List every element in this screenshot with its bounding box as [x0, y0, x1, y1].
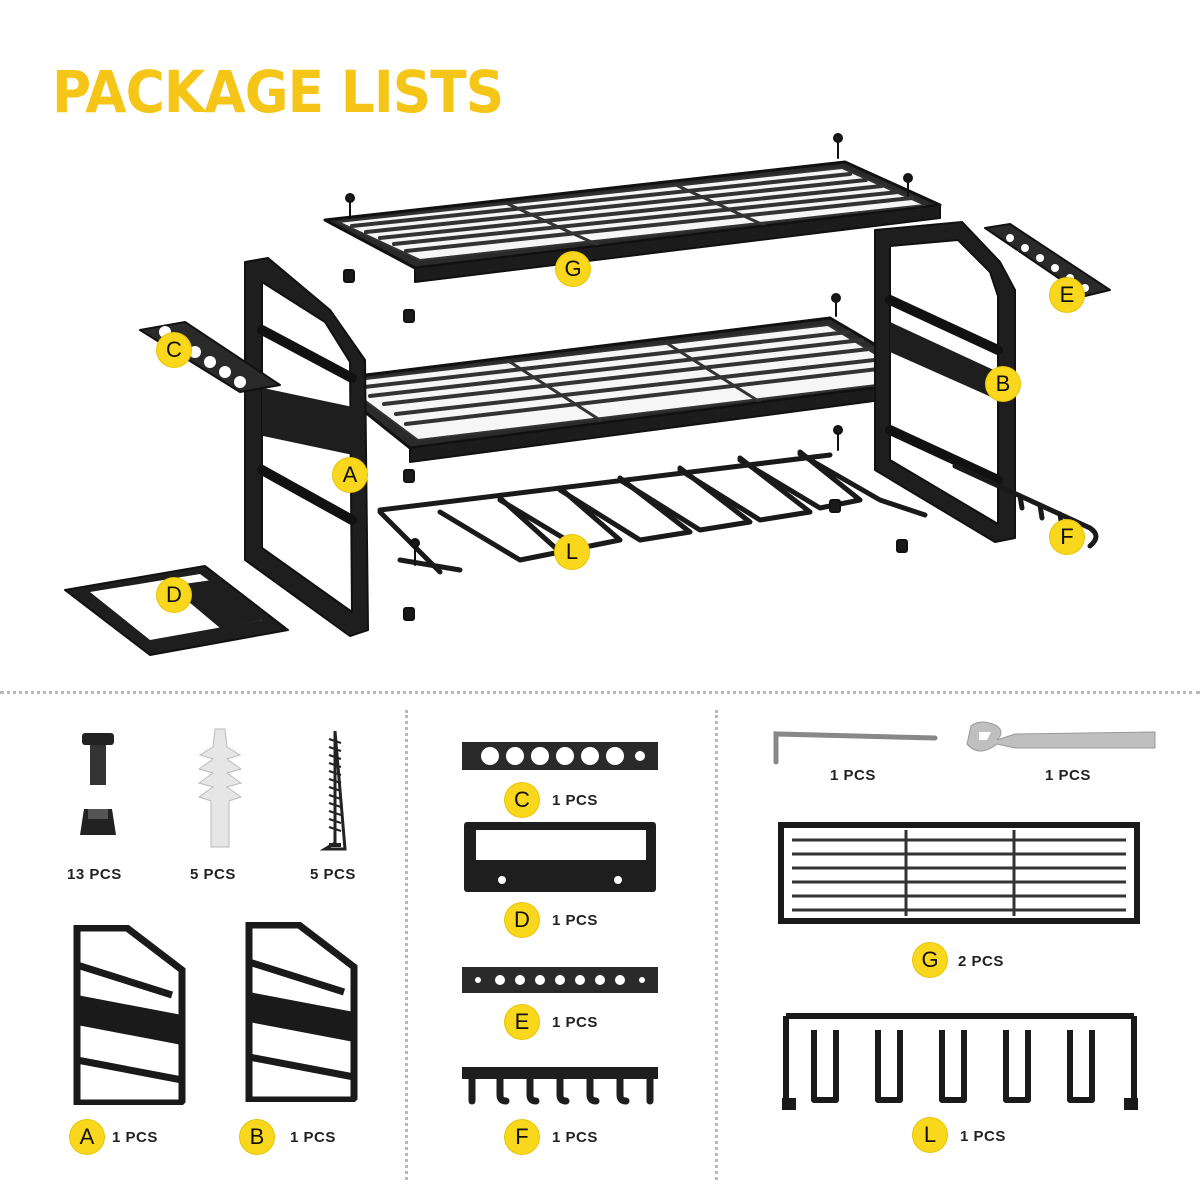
badge-plate-c: C — [505, 783, 539, 817]
badge-frame-b: B — [240, 1120, 274, 1154]
badge-e: E — [1050, 278, 1084, 312]
rail-l — [377, 449, 928, 575]
hardware-qty-bolts: 13 PCS — [67, 866, 122, 883]
bolt-and-cap-icon — [80, 733, 116, 835]
rail-l-qty: 1 PCS — [960, 1128, 1006, 1145]
shelf-g-qty: 2 PCS — [958, 953, 1004, 970]
badge-hook-rail-f: F — [505, 1120, 539, 1154]
badge-f: F — [1050, 520, 1084, 554]
frame-b — [874, 221, 1016, 543]
badge-plate-d: D — [505, 903, 539, 937]
exploded-view-illustration — [64, 133, 1111, 656]
screw-icon — [319, 730, 347, 851]
shelf-g-icon — [778, 822, 1140, 924]
badge-g: G — [556, 252, 590, 286]
wall-anchor-icon — [197, 728, 243, 848]
plate-d-icon — [464, 822, 656, 892]
badge-l: L — [555, 535, 589, 569]
badge-plate-e: E — [505, 1005, 539, 1039]
frame-b-qty: 1 PCS — [290, 1129, 336, 1146]
wrench-icon — [966, 721, 1156, 752]
hardware-qty-anchors: 5 PCS — [190, 866, 236, 883]
section-divider — [0, 691, 1200, 694]
hook-rail-f-qty: 1 PCS — [552, 1129, 598, 1146]
frame-a — [244, 257, 369, 637]
column-divider-2 — [715, 710, 718, 1180]
plate-d-qty: 1 PCS — [552, 912, 598, 929]
column-divider-1 — [405, 710, 408, 1180]
badge-d: D — [157, 578, 191, 612]
shelf-g-top — [323, 160, 942, 283]
frame-a-icon — [73, 925, 186, 1105]
badge-shelf-g: G — [913, 943, 947, 977]
rail-l-icon — [782, 1013, 1138, 1110]
wrench-qty: 1 PCS — [1045, 767, 1091, 784]
plate-e-icon — [462, 967, 658, 993]
badge-a: A — [333, 458, 367, 492]
hook-rail-f-icon — [462, 1067, 658, 1105]
plate-c-icon — [462, 742, 658, 770]
badge-frame-a: A — [70, 1120, 104, 1154]
plate-c-qty: 1 PCS — [552, 792, 598, 809]
hex-key-qty: 1 PCS — [830, 767, 876, 784]
badge-c: C — [157, 333, 191, 367]
hex-key-icon — [773, 731, 938, 765]
frame-a-qty: 1 PCS — [112, 1129, 158, 1146]
shelf-g-middle — [323, 316, 937, 463]
hardware-qty-screws: 5 PCS — [310, 866, 356, 883]
plate-e-qty: 1 PCS — [552, 1014, 598, 1031]
badge-b: B — [986, 367, 1020, 401]
badge-rail-l: L — [913, 1118, 947, 1152]
frame-b-icon — [245, 922, 358, 1102]
page-title: PACKAGE LISTS — [52, 58, 504, 126]
